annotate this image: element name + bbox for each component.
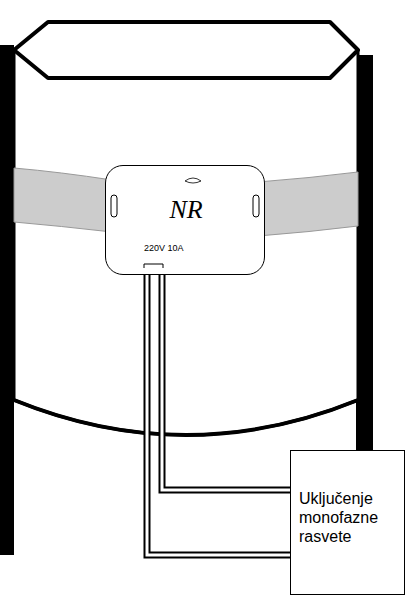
strap-right bbox=[258, 172, 358, 236]
load-box: Uključenje monofazne rasvete bbox=[290, 450, 405, 595]
rating-label: 220V 10A bbox=[144, 244, 184, 253]
cylinder-top bbox=[14, 22, 358, 78]
device-name: NR bbox=[106, 196, 266, 225]
cylinder-bottom bbox=[14, 400, 358, 435]
strap-left bbox=[14, 168, 112, 232]
wire-pair bbox=[147, 275, 290, 555]
left-band bbox=[0, 45, 14, 555]
cylinder-body bbox=[14, 50, 358, 435]
controller-device: NR 220V 10A bbox=[105, 165, 265, 275]
load-text: Uključenje monofazne rasvete bbox=[299, 489, 403, 547]
